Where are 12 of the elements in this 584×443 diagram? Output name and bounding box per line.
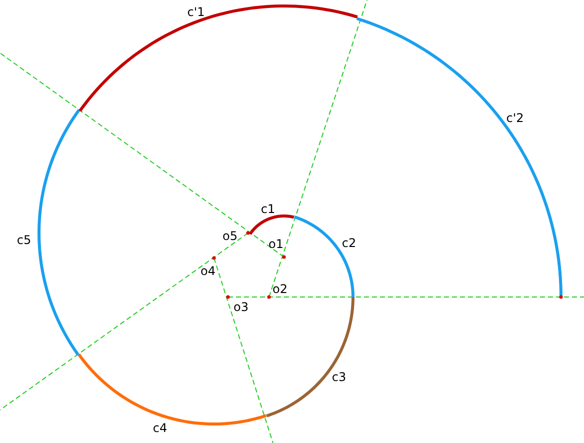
arc-label: c'2 [506, 111, 524, 125]
arc-label: c5 [16, 233, 32, 247]
arc-label: c3 [332, 370, 346, 384]
center-label: o3 [234, 300, 248, 314]
center-label: o1 [268, 237, 284, 251]
arc-label: c'1 [187, 5, 205, 19]
arc-label: c2 [342, 236, 356, 250]
arc-label: c4 [152, 421, 168, 435]
arc-label: c1 [260, 202, 276, 216]
center-label: o4 [200, 264, 216, 278]
center-label: o2 [272, 282, 288, 296]
center-label: o5 [222, 229, 238, 243]
